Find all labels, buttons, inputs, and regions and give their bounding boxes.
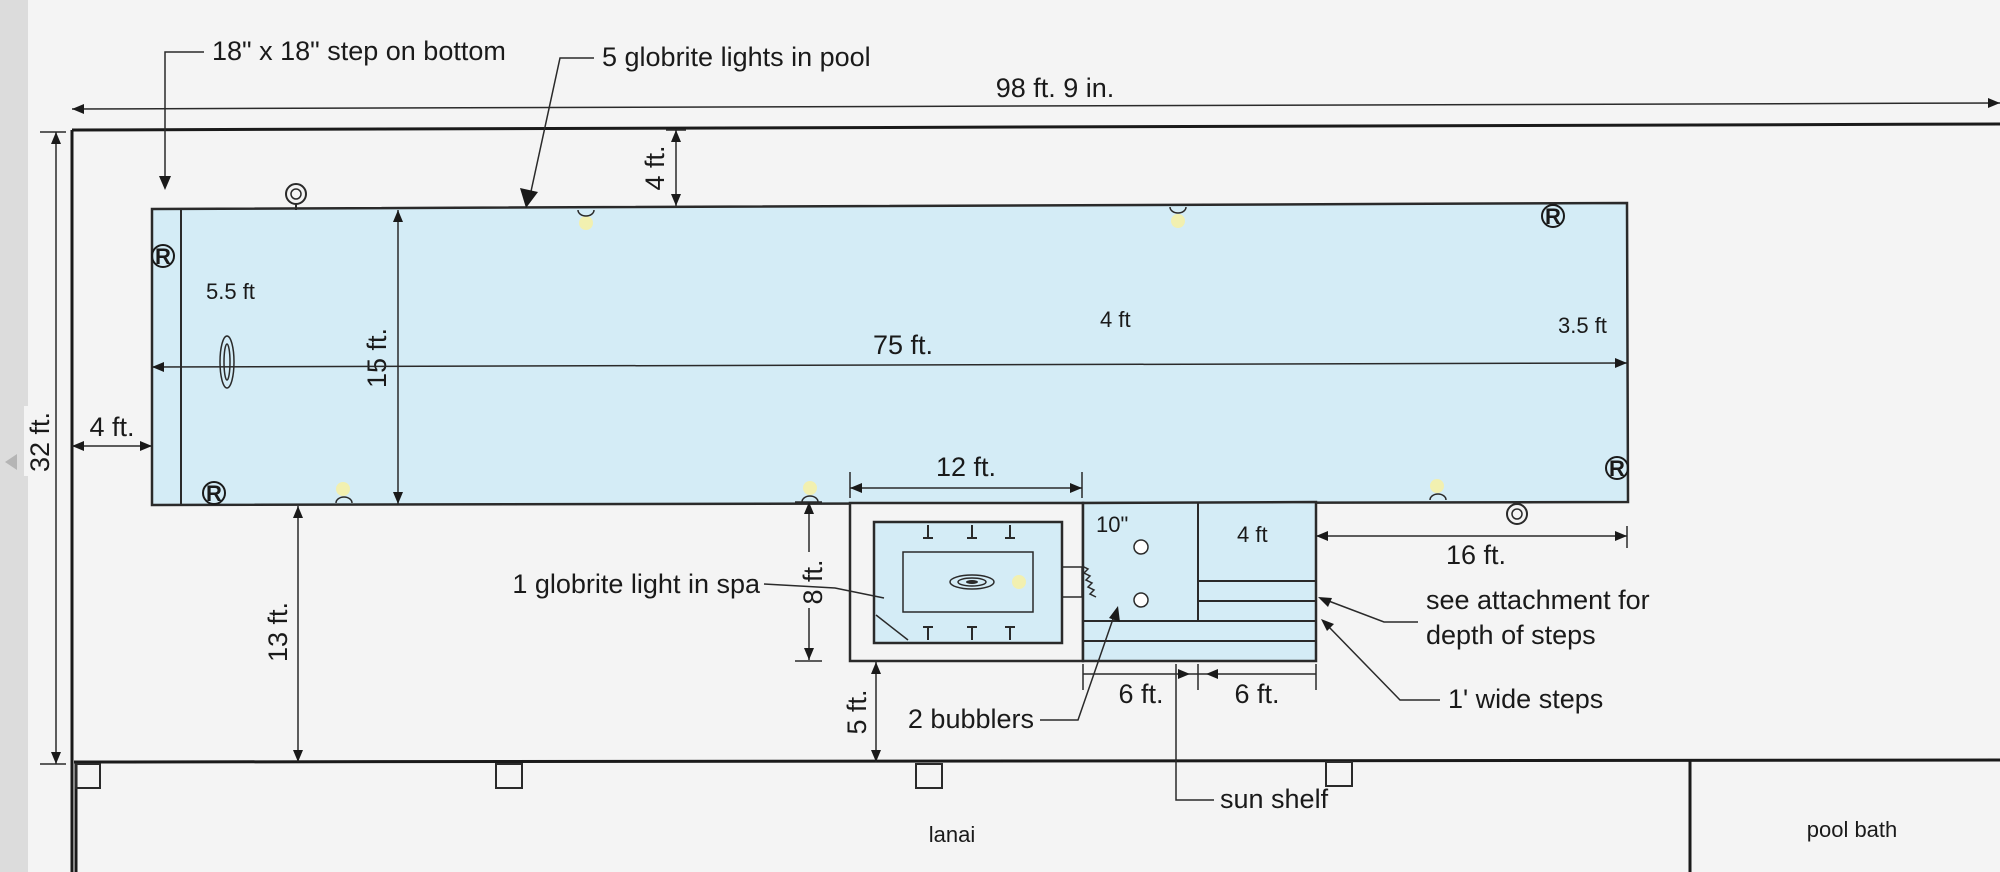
callout-see-attachment-2: depth of steps — [1426, 620, 1596, 650]
return-badge: R — [151, 244, 175, 269]
dim-pool-length-label: 75 ft. — [873, 330, 933, 360]
callout-bubblers: 2 bubblers — [908, 704, 1034, 734]
viewer-sidebar — [0, 0, 28, 872]
arrowhead — [1988, 98, 2000, 108]
dim-top-gap-label: 4 ft. — [640, 145, 670, 190]
drain-icon — [949, 574, 995, 590]
callout-see-attachment-1: see attachment for — [1426, 585, 1650, 615]
callout-sun-shelf: sun shelf — [1220, 784, 1329, 814]
dim-spa-width-label: 12 ft. — [936, 452, 996, 482]
svg-text:R: R — [1545, 204, 1561, 229]
spillway-zigzag — [1081, 565, 1097, 598]
dim-spa-gap-label: 5 ft. — [842, 689, 872, 734]
bubbler-icon — [1133, 592, 1149, 608]
pool-lights — [335, 206, 1447, 504]
house-wall-line — [73, 758, 2000, 764]
wall-post — [75, 763, 101, 789]
room-lanai: lanai — [929, 822, 975, 847]
dim-pool-length — [151, 362, 1628, 368]
wall-post — [1325, 761, 1353, 787]
spa-diagonal — [875, 614, 909, 641]
return-badge: R — [1541, 204, 1565, 229]
dim-spa-depth-label: 8 ft. — [798, 559, 828, 604]
dim-bottom-gap-label: 13 ft. — [263, 602, 293, 662]
dim-shelf-b-label: 6 ft. — [1234, 679, 1279, 709]
return-fitting-icon — [285, 183, 1528, 525]
callout-step: 18" x 18" step on bottom — [212, 36, 506, 66]
property-top-line — [71, 122, 2000, 132]
dim-right-run-label: 16 ft. — [1446, 540, 1506, 570]
dim-shelf-a-label: 6 ft. — [1118, 679, 1163, 709]
dim-left-gap-label: 4 ft. — [89, 412, 134, 442]
leader-bubblers — [1040, 615, 1115, 721]
depth-deep-end: 5.5 ft — [206, 279, 255, 304]
dim-pool-width-label: 15 ft. — [362, 328, 392, 388]
dim-spa-wall-label: 10" — [1096, 512, 1128, 537]
spa-bench — [902, 551, 1034, 613]
room-pool-bath: pool bath — [1807, 817, 1898, 842]
callout-lights-pool: 5 globrite lights in pool — [602, 42, 871, 72]
svg-text:R: R — [155, 244, 171, 269]
wall-post — [915, 763, 943, 789]
jet-icon — [923, 525, 1015, 640]
leader-see-attachment — [1325, 599, 1418, 623]
dim-overall-length — [71, 102, 2000, 110]
spillway — [1061, 566, 1083, 598]
callout-wide-steps: 1' wide steps — [1448, 684, 1603, 714]
leader-light-spa — [763, 583, 885, 599]
light-fixture-icon — [1012, 575, 1026, 589]
return-badge: R — [202, 481, 226, 506]
dim-overall-width-label: 32 ft. — [25, 412, 55, 472]
leader-lights-pool — [529, 57, 594, 197]
dim-step-depth-label: 4 ft — [1237, 522, 1268, 547]
svg-text:R: R — [206, 481, 222, 506]
sidebar-arrow-icon[interactable] — [5, 454, 17, 470]
depth-mid: 4 ft — [1100, 307, 1131, 332]
arrowhead — [72, 104, 84, 114]
wall-post — [495, 763, 523, 789]
depth-shallow-end: 3.5 ft — [1558, 313, 1607, 338]
svg-text:R: R — [1609, 456, 1625, 481]
callout-light-spa: 1 globrite light in spa — [512, 569, 761, 599]
return-badge: R — [1605, 456, 1629, 481]
leader-step — [164, 51, 204, 182]
leader-sun-shelf — [1175, 664, 1214, 801]
leader-wide-steps — [1327, 625, 1440, 701]
main-drain-icon — [219, 335, 235, 389]
dim-overall-length-label: 98 ft. 9 in. — [996, 73, 1115, 103]
bubbler-icon — [1133, 539, 1149, 555]
